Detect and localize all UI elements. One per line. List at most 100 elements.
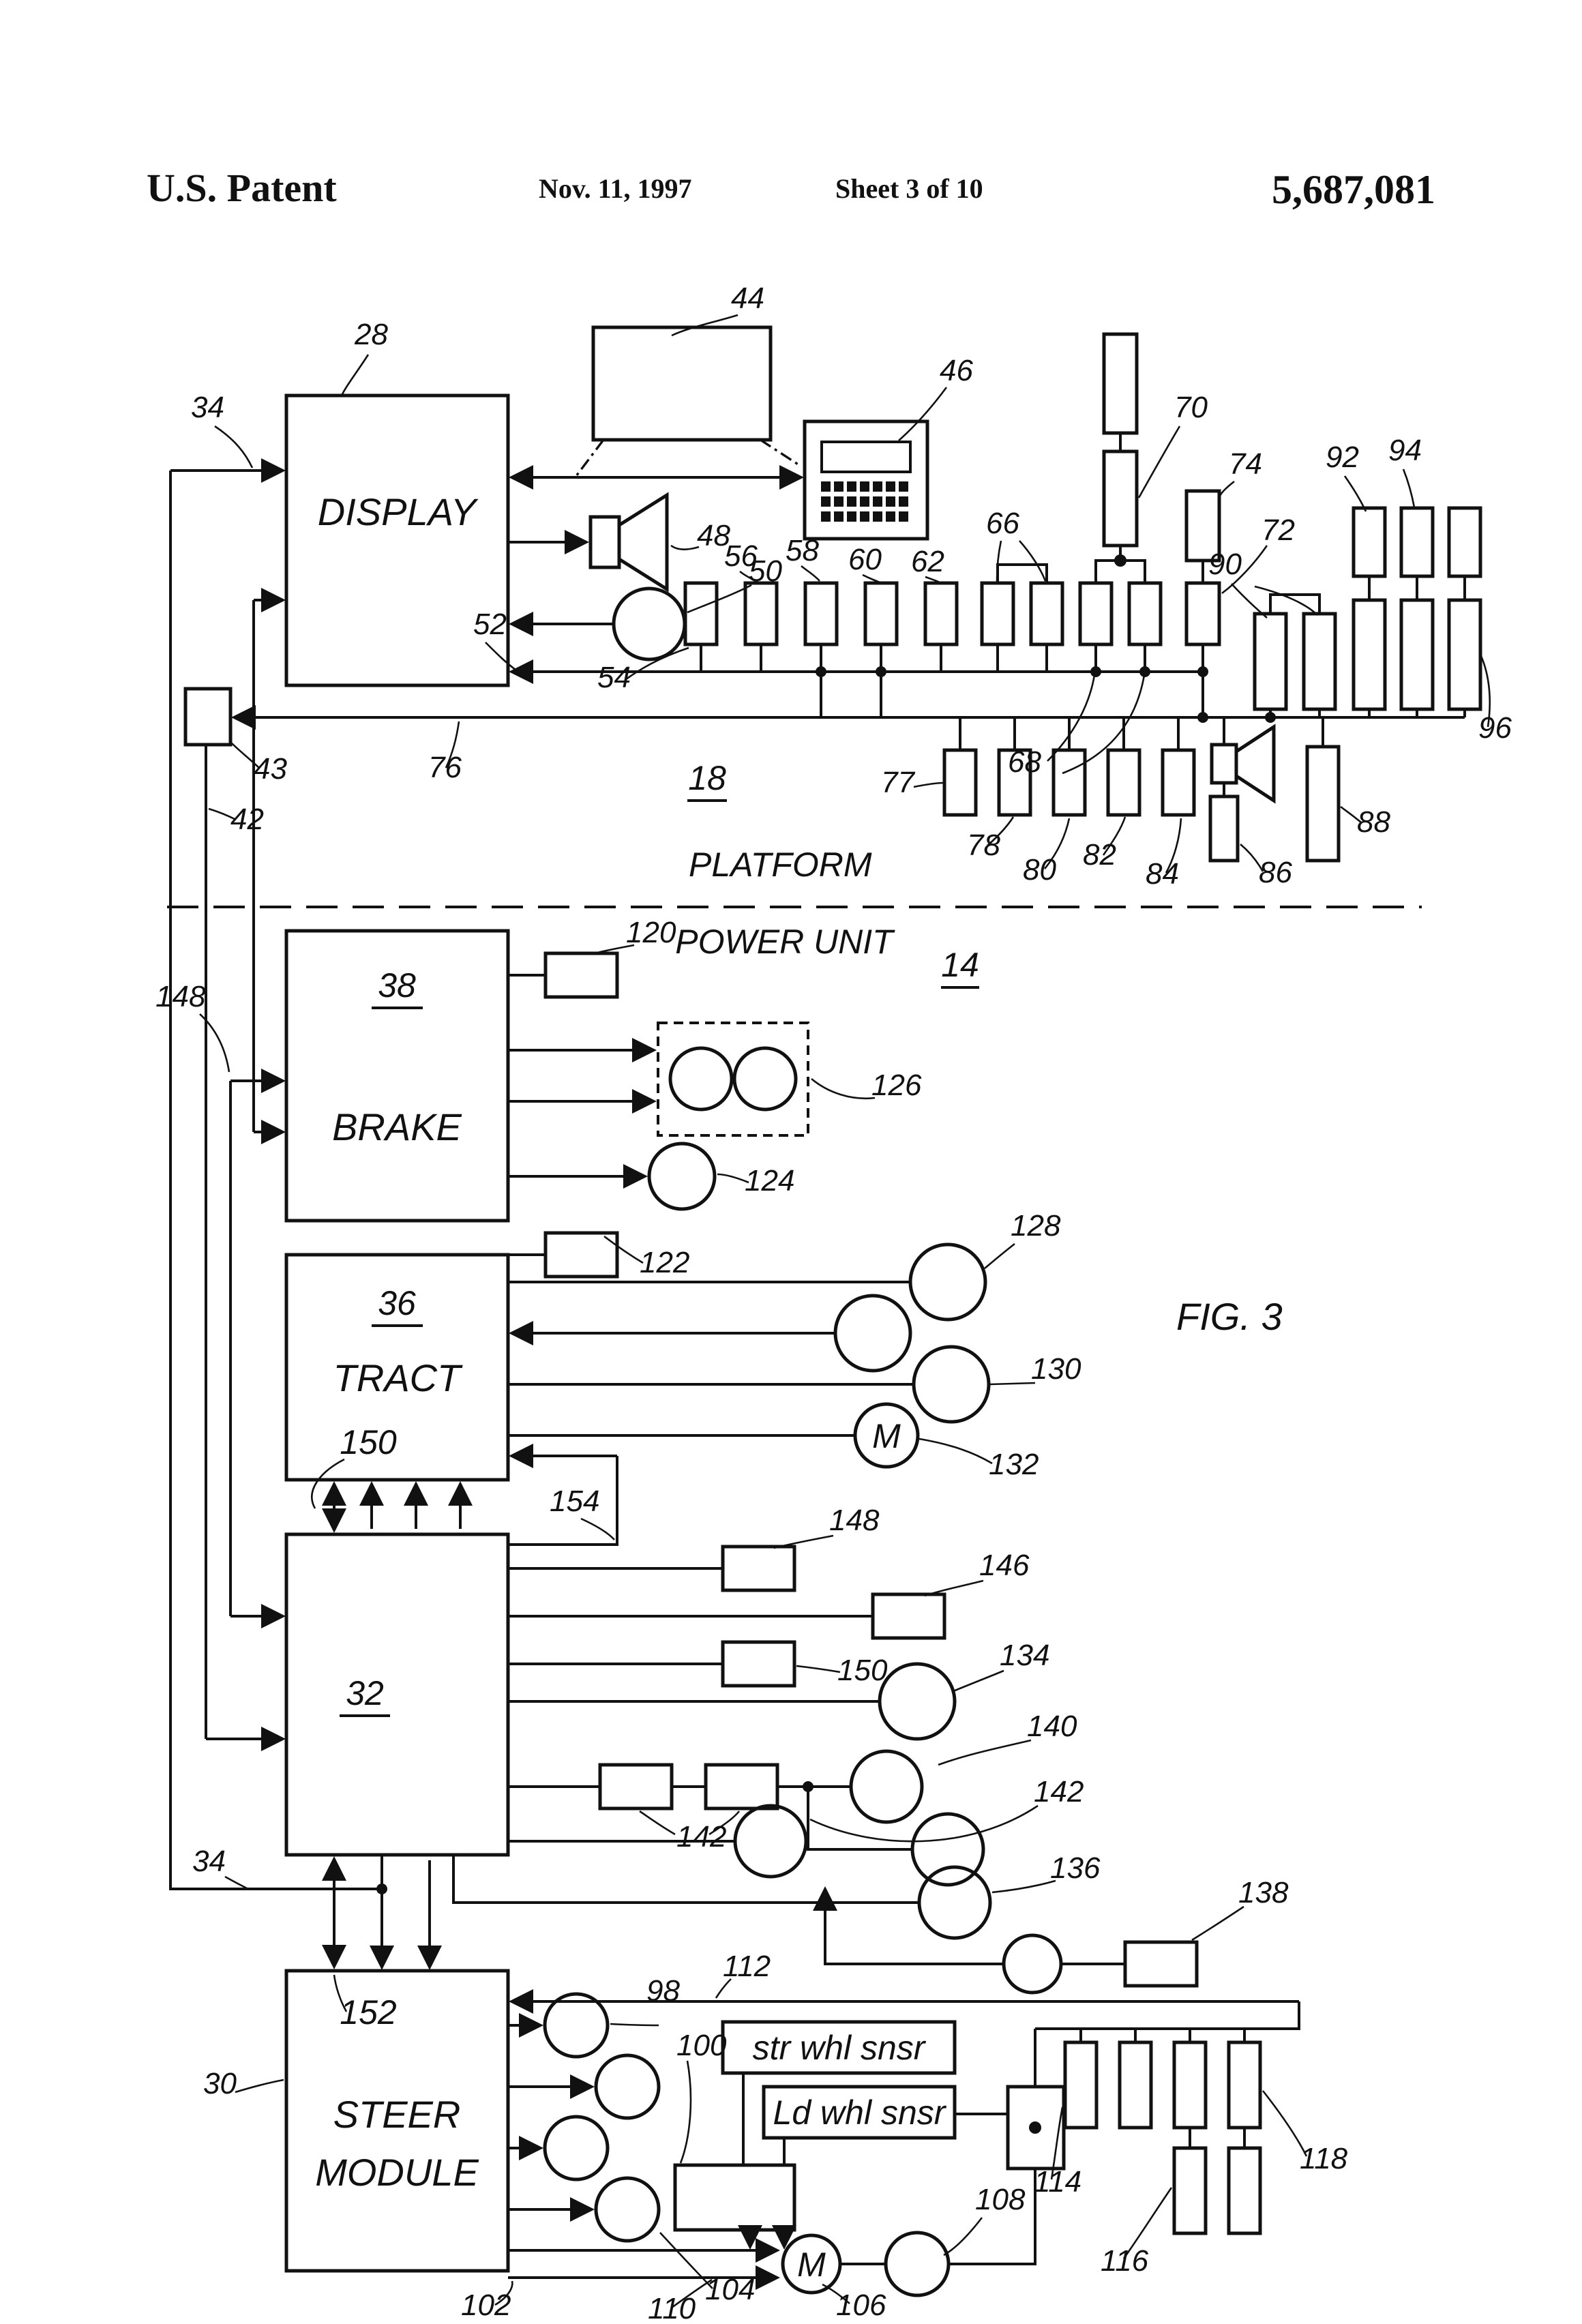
ref-label: 104 — [705, 2273, 755, 2306]
sensor-row-77-84 — [942, 717, 1196, 817]
ref-label: 46 — [940, 354, 973, 387]
power-unit-label: POWER UNIT — [675, 923, 895, 961]
sensor-142a — [598, 1763, 674, 1811]
ref-label: 120 — [626, 916, 676, 949]
motor-106-letter: M — [797, 2246, 826, 2284]
wheel-108 — [884, 2231, 951, 2297]
steer-controller — [673, 2163, 796, 2232]
ref-label: 146 — [979, 1549, 1030, 1582]
ref-label: 78 — [967, 829, 1000, 862]
ref-label: 112 — [723, 1950, 771, 1983]
ref-label: 48 — [697, 519, 730, 552]
bus-112-group — [509, 1989, 1300, 2235]
block-32: 32 — [284, 1532, 510, 1857]
gauge-124 — [647, 1142, 717, 1211]
patent-date: Nov. 11, 1997 — [539, 173, 691, 204]
wheel-136 — [917, 1865, 992, 1940]
sensor-group-54-62 — [683, 581, 959, 717]
keypad-key — [847, 511, 856, 522]
wheel-140b — [910, 1812, 985, 1887]
wheel-middle — [833, 1294, 912, 1373]
sensor-columns-92-96 — [1352, 506, 1482, 717]
wheel-130 — [912, 1345, 991, 1424]
speaker-48 — [508, 492, 669, 593]
ref-label: 76 — [428, 751, 462, 784]
keypad-keys — [821, 481, 908, 522]
ref-label: 138 — [1238, 1876, 1289, 1909]
ref-label: 128 — [1011, 1209, 1061, 1242]
keypad-key — [873, 496, 882, 507]
sensor-88 — [1305, 717, 1341, 863]
platform-label: PLATFORM — [689, 846, 872, 884]
ref-label: 50 — [749, 554, 782, 588]
ref-label: 68 — [1008, 745, 1041, 779]
gauge-50 — [509, 586, 687, 661]
ref-label: 72 — [1262, 513, 1295, 547]
ref-label: 102 — [461, 2289, 511, 2322]
keypad-key — [860, 511, 869, 522]
ref-label: 28 — [354, 318, 388, 351]
keypad-key — [886, 481, 895, 492]
platform-caption: 18 PLATFORM — [687, 759, 872, 884]
keypad-key — [860, 496, 869, 507]
ref-label: 148 — [155, 980, 206, 1013]
steer-inner-number: 152 — [340, 1993, 397, 2031]
ref-label: 77 — [881, 766, 915, 799]
junction-dots — [376, 554, 1276, 2134]
keypad-key — [821, 481, 831, 492]
patent-number: 5,687,081 — [1272, 167, 1435, 212]
ref-label: 58 — [786, 534, 819, 567]
keypad-key — [899, 496, 908, 507]
ref-label: 94 — [1388, 434, 1422, 467]
ref-label: 34 — [192, 1845, 226, 1878]
tract-label: TRACT — [333, 1356, 463, 1399]
ref-label: 62 — [911, 545, 944, 578]
ref-label: 136 — [1050, 1851, 1101, 1885]
ref-label: 130 — [1031, 1352, 1081, 1386]
keypad-key — [821, 511, 831, 522]
wheel-142c — [733, 1804, 808, 1879]
ref-label: 148 — [829, 1504, 880, 1537]
brake-number: 38 — [378, 966, 416, 1004]
ref-label: 110 — [648, 2292, 696, 2324]
keypad-46 — [803, 419, 929, 541]
32-steer-links — [322, 1855, 442, 1970]
ref-label: 116 — [1101, 2244, 1149, 2278]
rail-154 — [508, 1456, 618, 1546]
header: U.S. Patent Nov. 11, 1997 Sheet 3 of 10 … — [147, 166, 1435, 212]
ref-label: 106 — [836, 2289, 886, 2322]
ref-label: 92 — [1326, 441, 1359, 474]
keypad-key — [873, 481, 882, 492]
sensor-148 — [721, 1545, 796, 1592]
keypad-key — [847, 496, 856, 507]
keypad-key — [860, 481, 869, 492]
alarm-speaker-86 — [1208, 717, 1276, 863]
ref-label: 52 — [473, 608, 507, 641]
sensor-150 — [721, 1640, 796, 1688]
sensor-column-74-72 — [1184, 489, 1221, 717]
ref-label: 154 — [550, 1485, 599, 1518]
keypad-key — [834, 481, 844, 492]
ref-label: 118 — [1300, 2142, 1348, 2175]
motor-132 — [853, 1402, 920, 1469]
steer-circles — [508, 1992, 661, 2243]
sensor-pair-66 — [980, 563, 1064, 672]
ref-label: 34 — [191, 391, 224, 424]
ref-label: 44 — [731, 282, 764, 315]
figure-title: FIG. 3 — [1176, 1295, 1283, 1338]
sensor-stack-70 — [1078, 332, 1163, 672]
keypad-key — [886, 511, 895, 522]
label-leaders — [199, 314, 1491, 2309]
ref-label: 134 — [1000, 1639, 1049, 1672]
keypad-key — [886, 496, 895, 507]
ref-label: 66 — [986, 507, 1019, 540]
str-whl-snsr-label: str whl snsr — [753, 2029, 927, 2067]
wheel-134 — [878, 1662, 957, 1741]
tract-32-links — [322, 1481, 473, 1533]
ref-label: 54 — [597, 661, 631, 694]
ref-label: 60 — [848, 543, 882, 576]
ref-label: 74 — [1229, 447, 1262, 481]
ref-label: 30 — [203, 2067, 237, 2100]
ref-label: 56 — [724, 539, 758, 573]
